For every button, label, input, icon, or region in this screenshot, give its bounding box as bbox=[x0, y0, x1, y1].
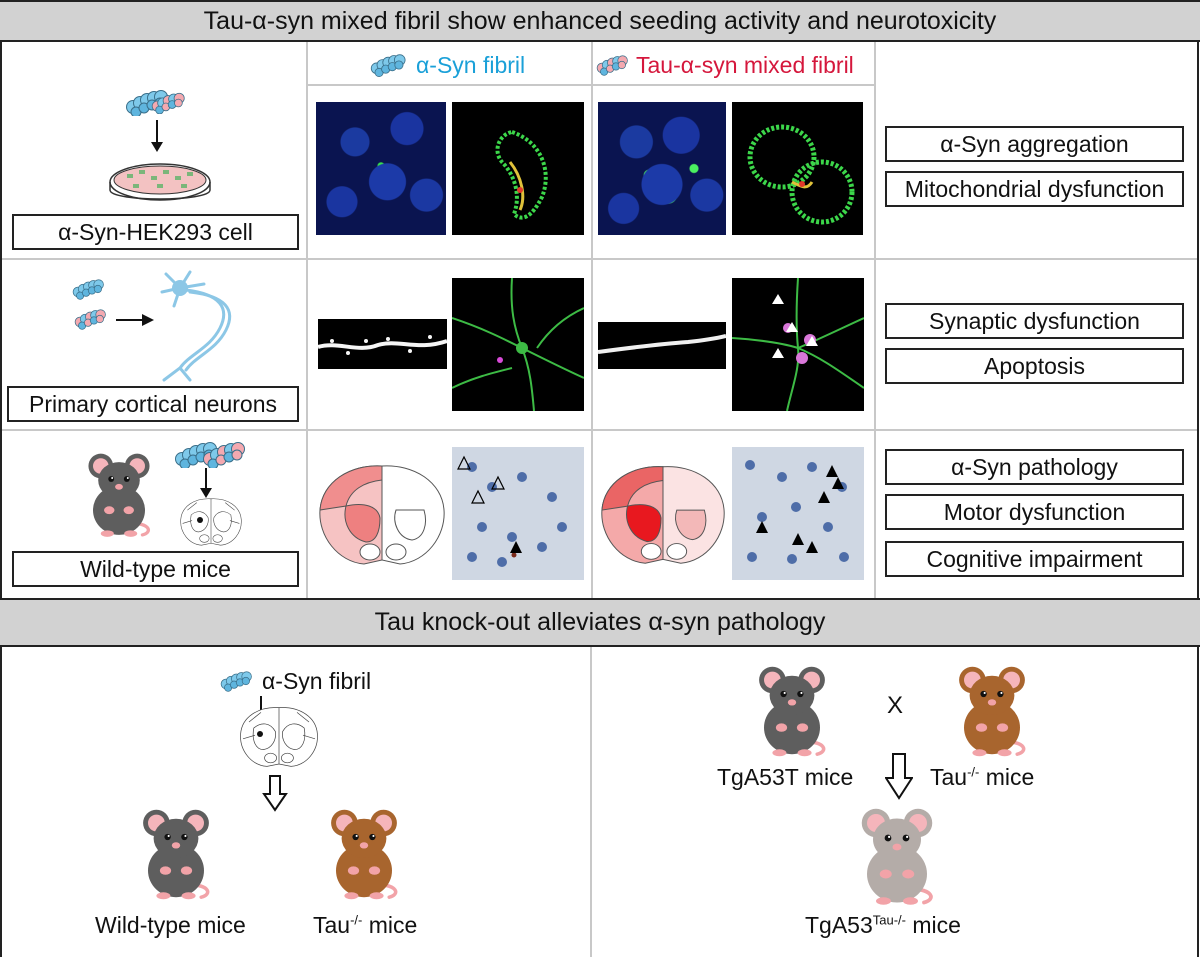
outcome-apoptosis: Apoptosis bbox=[885, 348, 1184, 384]
bottom-left-fibril: α-Syn fibril bbox=[220, 665, 371, 697]
hek293-mixed-image-2 bbox=[732, 102, 863, 235]
outcome-motor-dysfunction: Motor dysfunction bbox=[885, 494, 1184, 530]
neuron-mixed-culture-image bbox=[732, 278, 864, 411]
column-header-asyn: α-Syn fibril bbox=[370, 50, 525, 80]
outcome-asyn-pathology: α-Syn pathology bbox=[885, 449, 1184, 485]
neuron-asyn-culture-image bbox=[452, 278, 584, 411]
top-header: Tau-α-syn mixed fibril show enhanced see… bbox=[0, 0, 1200, 42]
bottom-left-fibril-label: α-Syn fibril bbox=[262, 667, 372, 694]
outcome-cognitive-impairment: Cognitive impairment bbox=[885, 541, 1184, 577]
ihc-asyn-image bbox=[452, 447, 584, 580]
bottom-header: Tau knock-out alleviates α-syn pathology bbox=[0, 598, 1200, 647]
tau-ko-mouse-bottom-icon bbox=[322, 797, 406, 905]
neuron-mixed-dendrite-image bbox=[598, 322, 726, 369]
offspring-arrow-icon bbox=[885, 753, 913, 800]
bottom-header-title: Tau knock-out alleviates α-syn pathology bbox=[374, 608, 826, 636]
neuron-illustration bbox=[72, 270, 232, 382]
column-header-mixed-label: Tau-α-syn mixed fibril bbox=[636, 51, 854, 78]
brain-heatmap-asyn bbox=[319, 465, 445, 565]
outcome-mitochondrial-dysfunction: Mitochondrial dysfunction bbox=[885, 171, 1184, 207]
hek293-mixed-image-1 bbox=[598, 102, 726, 235]
tau-ko-mouse-parent-icon bbox=[950, 654, 1034, 762]
neuron-asyn-dendrite-image bbox=[318, 319, 447, 369]
hek293-cell-illustration bbox=[109, 90, 211, 201]
model-label-neurons: Primary cortical neurons bbox=[7, 386, 299, 422]
model-label-hek293: α-Syn-HEK293 cell bbox=[12, 214, 299, 250]
bottom-left-wt-label: Wild-type mice bbox=[95, 912, 246, 938]
parent2-label: Tau-/- mice bbox=[930, 764, 1035, 790]
asyn-fibril-icon bbox=[370, 53, 408, 77]
cross-symbol: X bbox=[887, 692, 904, 719]
bottom-left-ko-label: Tau-/- mice bbox=[313, 912, 418, 938]
hek293-asyn-image-1 bbox=[316, 102, 446, 235]
outcome-synaptic-dysfunction: Synaptic dysfunction bbox=[885, 303, 1184, 339]
model-label-wt-mice: Wild-type mice bbox=[12, 551, 299, 587]
mixed-fibril-icon bbox=[596, 53, 630, 77]
offspring-mouse-icon bbox=[852, 797, 942, 909]
outcome-asyn-aggregation: α-Syn aggregation bbox=[885, 126, 1184, 162]
brain-heatmap-mixed bbox=[601, 466, 725, 564]
asyn-fibril-icon-bottom bbox=[220, 669, 254, 693]
ihc-mixed-image bbox=[732, 447, 864, 580]
wt-mouse-icon bbox=[80, 440, 158, 544]
column-header-mixed: Tau-α-syn mixed fibril bbox=[596, 50, 854, 80]
tga53t-mouse-icon bbox=[750, 654, 834, 762]
offspring-label: TgA53Tau-/- mice bbox=[805, 912, 961, 938]
bottom-left-injection bbox=[240, 696, 318, 812]
injection-diagram bbox=[175, 442, 245, 546]
column-header-asyn-label: α-Syn fibril bbox=[416, 51, 526, 78]
hek293-asyn-image-2 bbox=[452, 102, 584, 235]
wt-mouse-bottom-icon bbox=[134, 797, 218, 905]
top-header-title: Tau-α-syn mixed fibril show enhanced see… bbox=[203, 7, 997, 35]
parent1-label: TgA53T mice bbox=[717, 764, 854, 790]
